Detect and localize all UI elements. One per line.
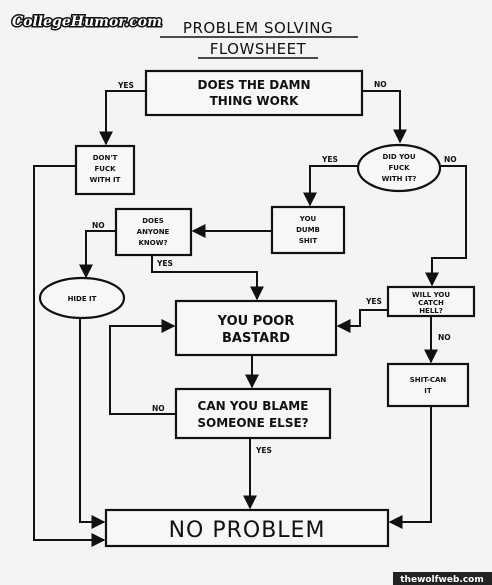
node-dumb-box xyxy=(270,205,346,255)
node-anyone-know-box xyxy=(114,207,193,257)
node-anyone-know-line-3: KNOW? xyxy=(138,239,167,247)
node-poor-bastard-box xyxy=(174,299,338,357)
node-dont-fuck-line-1: DON'T xyxy=(93,154,118,162)
node-no-problem-line-1: NO PROBLEM xyxy=(169,518,326,543)
label-no: NO xyxy=(374,80,387,89)
node-blame-line-2: SOMEONE ELSE? xyxy=(197,416,308,430)
node-catch-hell-line-3: HELL? xyxy=(419,307,443,315)
node-hide-it-shape xyxy=(38,276,126,320)
label-yes: YES xyxy=(321,155,338,164)
node-anyone-know: DOES ANYONE KNOW? xyxy=(114,207,193,257)
edge-didyou-yes xyxy=(303,165,358,207)
node-no-problem: NO PROBLEM xyxy=(104,508,390,548)
node-did-you-fuck-line-2: FUCK xyxy=(388,164,410,172)
node-dont-fuck-line-2: FUCK xyxy=(94,165,116,173)
edge-know-no xyxy=(79,230,116,279)
node-shitcan: SHIT-CAN IT xyxy=(386,362,470,408)
node-shitcan-line-1: SHIT-CAN xyxy=(410,376,447,384)
label-no: NO xyxy=(438,333,451,342)
edge-know-yes xyxy=(151,255,264,301)
chart-title-line-2: FLOWSHEET xyxy=(210,40,307,58)
edge-works-yes xyxy=(99,90,146,146)
logo: CollegeHumor.com xyxy=(11,13,164,32)
credit-background xyxy=(393,572,492,585)
edge-dontfuck-to-noproblem xyxy=(33,165,106,547)
node-blame-line-1: CAN YOU BLAME xyxy=(198,399,309,413)
node-hide-it: HIDE IT xyxy=(38,276,126,320)
node-did-you-fuck-shape xyxy=(356,143,442,193)
edge-hide-to-noproblem xyxy=(79,318,106,529)
label-yes: YES xyxy=(255,446,272,455)
node-dumb: YOU DUMB SHIT xyxy=(270,205,346,255)
node-blame-box xyxy=(174,387,332,440)
chart-title-line-1: PROBLEM SOLVING xyxy=(183,19,333,37)
label-yes: YES xyxy=(365,297,382,306)
node-dont-fuck: DON'T FUCK WITH IT xyxy=(74,144,136,196)
node-anyone-know-line-1: DOES xyxy=(142,217,164,225)
credit-badge: thewolfweb.com xyxy=(393,572,492,585)
node-catch-hell: WILL YOU CATCH HELL? xyxy=(386,285,476,318)
edge-hell-yes xyxy=(336,309,388,333)
node-poor-bastard-line-2: BASTARD xyxy=(222,331,290,346)
edge-shitcan-to-noproblem xyxy=(388,406,432,529)
node-shitcan-line-2: IT xyxy=(424,387,432,395)
node-catch-hell-line-2: CATCH xyxy=(418,299,444,307)
node-did-you-fuck-line-3: WITH IT? xyxy=(382,175,417,183)
node-did-you-fuck-line-1: DID YOU xyxy=(382,153,415,161)
node-dont-fuck-box xyxy=(74,144,136,196)
label-no: NO xyxy=(152,404,165,413)
edge-blame-no xyxy=(109,319,176,415)
node-catch-hell-line-1: WILL YOU xyxy=(412,291,450,299)
node-poor-bastard: YOU POOR BASTARD xyxy=(174,299,338,357)
node-hide-it-line-1: HIDE IT xyxy=(68,295,97,303)
node-works-line-2: THING WORK xyxy=(210,94,299,108)
edge-labels: YES NO YES NO NO YES YES NO NO YES xyxy=(92,80,457,455)
node-works: DOES THE DAMN THING WORK xyxy=(144,69,364,117)
credit-text: thewolfweb.com xyxy=(400,575,484,585)
node-did-you-fuck: DID YOU FUCK WITH IT? xyxy=(356,143,442,193)
connectors xyxy=(33,90,467,547)
node-poor-bastard-line-1: YOU POOR xyxy=(217,314,295,329)
label-yes: YES xyxy=(156,259,173,268)
logo-text: CollegeHumor.com xyxy=(12,14,162,30)
node-dumb-line-1: YOU xyxy=(299,215,317,223)
edge-didyou-no xyxy=(425,165,467,287)
label-yes: YES xyxy=(117,81,134,90)
node-dont-fuck-line-3: WITH IT xyxy=(90,176,121,184)
node-blame: CAN YOU BLAME SOMEONE ELSE? xyxy=(174,387,332,440)
node-dumb-line-2: DUMB xyxy=(296,226,320,234)
node-works-line-1: DOES THE DAMN xyxy=(197,78,310,92)
edge-works-no xyxy=(362,90,407,144)
label-no: NO xyxy=(444,155,457,164)
node-no-problem-box xyxy=(104,508,390,548)
label-no: NO xyxy=(92,221,105,230)
node-dumb-line-3: SHIT xyxy=(299,237,318,245)
node-anyone-know-line-2: ANYONE xyxy=(137,228,170,236)
node-catch-hell-box xyxy=(386,285,476,318)
node-shitcan-box xyxy=(386,362,470,408)
node-works-box xyxy=(144,69,364,117)
